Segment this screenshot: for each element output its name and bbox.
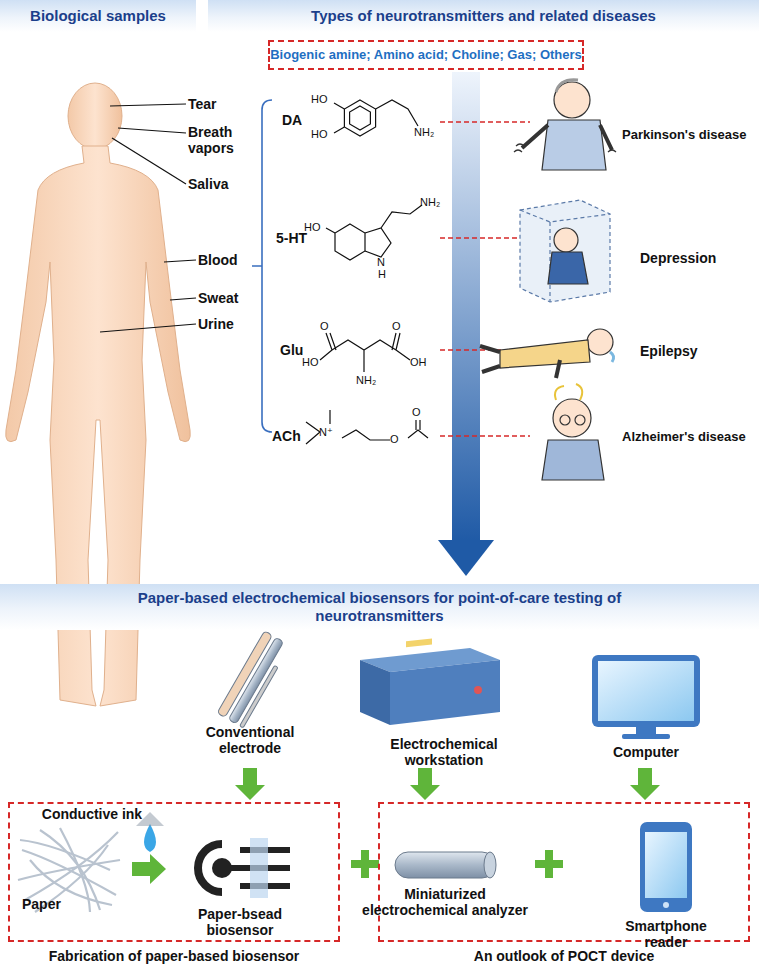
atom-label: NH₂ [356,374,376,387]
category-box: Biogenic amine; Amino acid; Choline; Gas… [268,40,584,70]
item-label: Blood [198,252,238,268]
item-label: Paper [22,896,61,912]
item-label: Conductive ink [42,806,142,822]
atom-label: N [377,256,385,269]
atom-label: O [392,320,401,333]
atom-label: O [320,320,329,333]
paper-biosensor [176,836,296,900]
header-band: Biological samples [0,0,196,32]
item-label: Glu [280,342,303,358]
item-label: Sweat [198,290,238,306]
smartphone [640,822,692,912]
item-label: Computer [613,744,679,760]
item-label: Depression [640,250,716,266]
atom-label: HO [304,221,321,234]
section-band: Paper-based electrochemical biosensors f… [0,584,759,630]
item-label: Miniaturized electrochemical analyzer [360,886,530,918]
atom-label: HO [311,93,328,106]
atom-label: H [378,268,386,281]
group-heading: Fabrication of paper-based biosensor [8,948,340,965]
computer [592,655,700,739]
green-arrow [132,854,166,884]
item-label: Smartphone reader [616,918,716,950]
item-label: Conventional electrode [195,724,305,756]
atom-label: O [390,433,399,446]
item-label: 5-HT [276,230,307,246]
band-text: Biological samples [0,7,196,25]
fiber-stroke [60,828,90,912]
group-heading: An outlook of POCT device [378,948,750,965]
item-label: Saliva [188,176,228,192]
band-text: Types of neurotransmitters and related d… [208,7,759,25]
miniaturized-analyzer [395,852,496,878]
leader-lines [100,104,196,332]
header-band: Types of neurotransmitters and related d… [208,0,759,32]
conventional-electrode [217,631,290,728]
item-label: Tear [188,96,217,112]
item-label: Urine [198,316,234,332]
item-label: Paper-bsead biosensor [175,906,305,938]
paper-fibers [18,828,120,912]
group-box: Fabrication of paper-based biosensor [8,802,340,972]
item-label: Parkinson's disease [622,128,747,143]
atom-label: HO [311,128,328,141]
fiber-stroke [25,832,118,900]
atom-label: O [412,406,421,419]
item-label: Electrochemical workstation [379,736,509,768]
atom-label: HO [302,356,319,369]
plus-signs [351,850,563,878]
atom-label: OH [410,356,427,369]
disease-cartoons [480,80,616,480]
item-label: Epilepsy [640,343,698,359]
band-text: Biogenic amine; Amino acid; Choline; Gas… [270,47,582,63]
item-label: ACh [272,428,301,444]
bracket [252,100,272,432]
association-lines [440,122,530,436]
atom-label: N⁺ [319,426,333,439]
item-label: DA [282,112,302,128]
green-arrows [235,768,660,800]
item-label: Breath vapors [188,124,250,156]
band-text: Paper-based electrochemical biosensors f… [0,589,759,625]
molecule-structures [306,100,428,444]
dashed-frame [8,802,340,942]
atom-label: NH₂ [414,126,434,139]
electrochemical-workstation [360,639,500,725]
atom-label: NH₂ [420,196,440,209]
gradient-arrow [438,72,494,576]
item-label: Alzheimer's disease [622,430,746,445]
